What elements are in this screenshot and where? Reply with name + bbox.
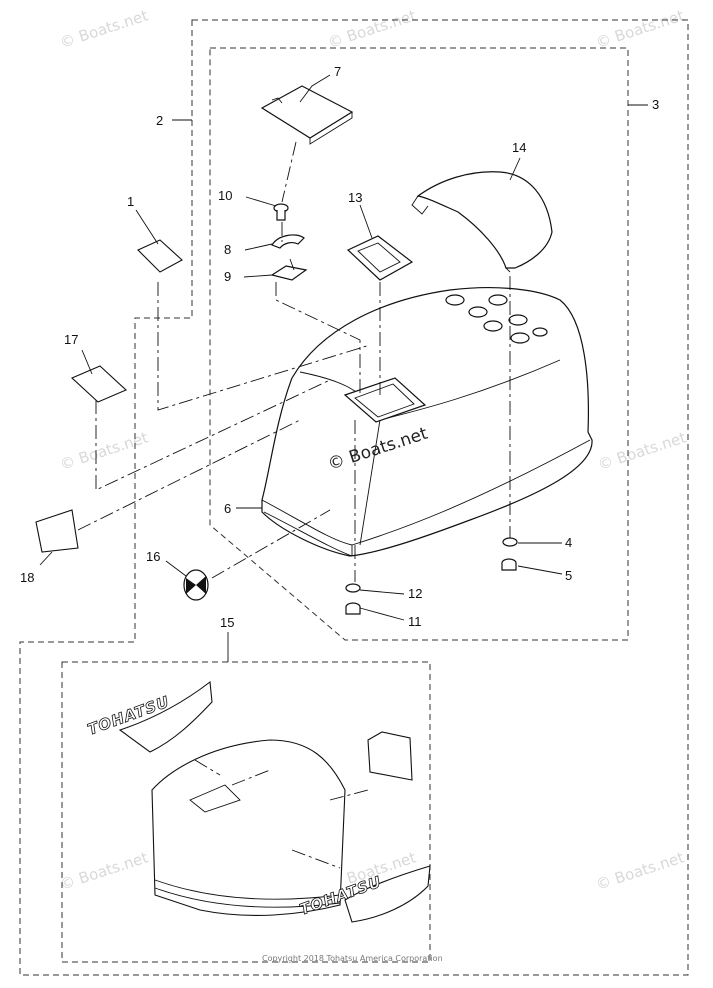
watermark-text: © Boats.net — [594, 6, 687, 51]
watermark-text: © Boats.net — [58, 848, 151, 893]
decal-set: TOHATSU TOHATSU — [85, 680, 431, 923]
leader-lines — [39, 74, 648, 869]
callout-18: 18 — [20, 570, 34, 585]
callout-5: 5 — [565, 568, 572, 583]
watermark-text: © Boats.net — [596, 428, 689, 473]
callout-9: 9 — [224, 269, 231, 284]
part-18-label — [35, 509, 79, 553]
watermark-text: © Boats.net — [58, 428, 151, 473]
copyright-text: Copyright 2018 Tohatsu America Corporati… — [262, 954, 443, 963]
engine-cover — [261, 287, 593, 557]
callout-4: 4 — [565, 535, 572, 550]
part-14-cap — [411, 171, 553, 273]
callout-10: 10 — [218, 188, 232, 203]
callout-15: 15 — [220, 615, 234, 630]
callout-7: 7 — [334, 64, 341, 79]
part-16-emblem — [183, 569, 209, 601]
callout-3: 3 — [652, 97, 659, 112]
callout-16: 16 — [146, 549, 160, 564]
callout-12: 12 — [408, 586, 422, 601]
part-5-nut — [501, 558, 517, 571]
callout-11: 11 — [408, 614, 422, 629]
callouts: 2 3 1 17 18 7 10 8 9 13 14 6 4 5 12 11 1… — [20, 64, 659, 630]
part-10-bolt — [273, 203, 289, 221]
part-8-clip — [271, 234, 305, 249]
part-17-label — [71, 365, 127, 403]
callout-2: 2 — [156, 113, 163, 128]
callout-6: 6 — [224, 501, 231, 516]
cover-bosses — [445, 294, 548, 344]
part-13-seal — [346, 235, 414, 281]
part-11-nut — [345, 602, 361, 615]
group-outline-15 — [61, 661, 431, 963]
callout-14: 14 — [512, 140, 526, 155]
part-1-label — [137, 239, 183, 273]
group-outline-3 — [209, 47, 629, 641]
callout-17: 17 — [64, 332, 78, 347]
callout-8: 8 — [224, 242, 231, 257]
part-7-plate — [260, 85, 354, 145]
callout-13: 13 — [348, 190, 362, 205]
part-9-bracket — [270, 258, 308, 281]
watermark-text: © Boats.net — [594, 848, 687, 893]
watermark-text: © Boats.net — [58, 6, 151, 51]
group-outline-2 — [19, 19, 689, 976]
callout-1: 1 — [127, 194, 134, 209]
part-4-washer — [502, 537, 518, 547]
watermark-text: © Boats.net — [326, 6, 419, 51]
part-12-washer — [345, 583, 361, 593]
